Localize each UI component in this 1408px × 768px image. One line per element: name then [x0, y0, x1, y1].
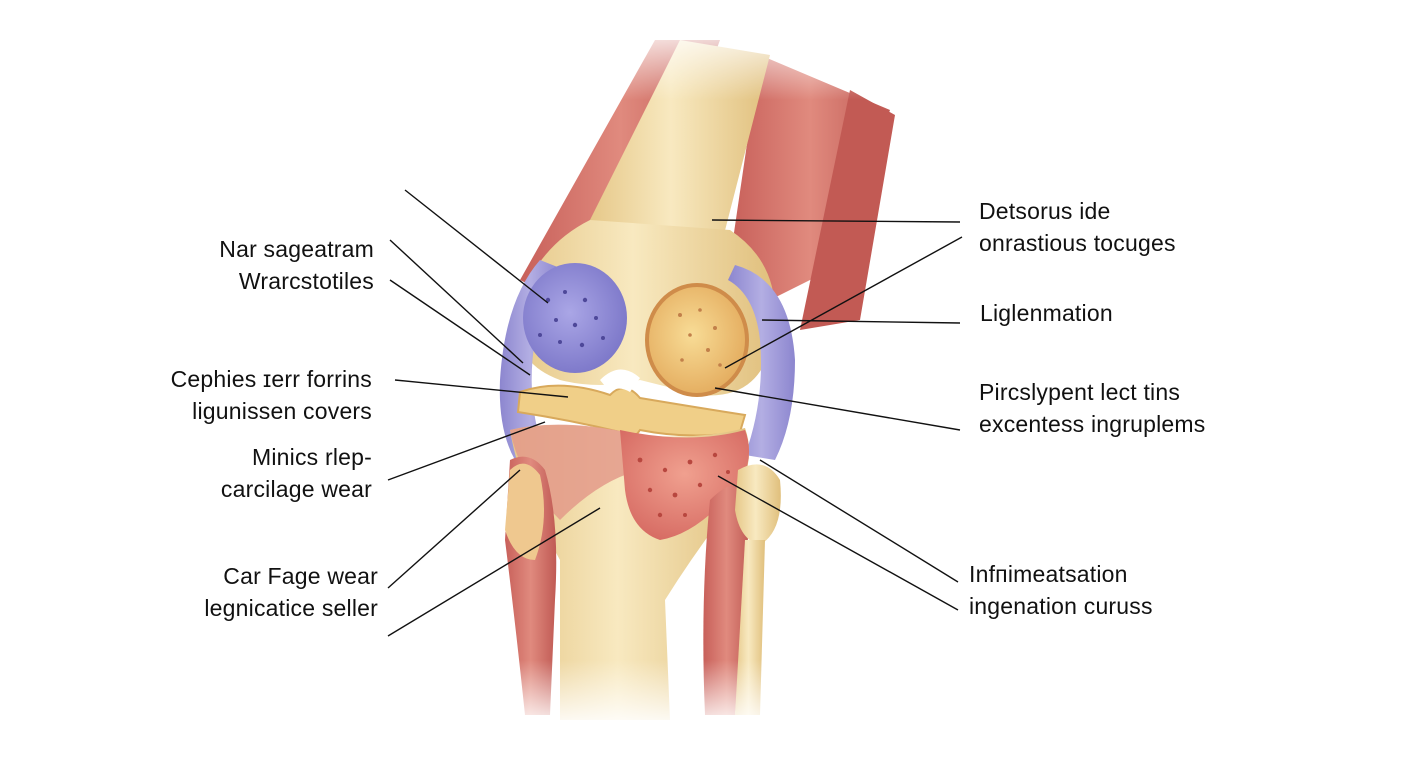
label-line: Wrarcstotiles [238, 268, 374, 294]
label-line: ingenation curuss [969, 593, 1153, 619]
yellow-cartilage-disc [645, 283, 749, 397]
leader-line [387, 469, 521, 589]
label-line: Minics rlep- [252, 444, 372, 470]
label-right-1: Detsorus ide onrastious tocuges [979, 195, 1176, 259]
bottom-fade [480, 660, 840, 730]
leader-line [387, 507, 601, 637]
label-line: Infпimeatsation [969, 561, 1128, 587]
leader-line [389, 279, 531, 376]
leader-line [759, 459, 959, 583]
leader-line [389, 239, 524, 364]
label-line: carcilage wear [220, 476, 372, 502]
top-fade [480, 20, 940, 100]
label-left-4: Car Fage wear legnicatice seller [204, 560, 378, 624]
label-line: Car Fage wear [223, 563, 378, 589]
leader-line [717, 475, 959, 611]
yellow-disc-dots [678, 308, 722, 367]
label-right-3: Pircslypent lect tins excentess ingruple… [979, 376, 1205, 440]
label-line: onrastious tocuges [979, 230, 1176, 256]
label-line: Liglenmation [980, 300, 1113, 326]
label-right-4: Infпimeatsation ingenation curuss [969, 558, 1153, 622]
label-left-1: Nar sageatram Wrarcstotiles [219, 233, 374, 297]
label-line: Nar sageatram [219, 236, 374, 262]
label-left-3: Minics rlep- carcilage wear [221, 441, 372, 505]
label-right-2: Liglenmation [980, 297, 1113, 329]
medial-ligament [499, 260, 560, 460]
leader-line [711, 219, 961, 223]
leader-lines [387, 189, 963, 637]
purple-disc-dots [538, 290, 605, 348]
leader-line [387, 421, 546, 481]
leader-line [714, 387, 961, 431]
purple-cartilage-disc [523, 263, 627, 373]
leader-line [761, 319, 961, 324]
lateral-ligament [728, 265, 795, 460]
fibula-head [735, 464, 781, 545]
leader-line [404, 189, 549, 304]
label-left-2: Cephies ɪerr forrins ligunissen covers [171, 363, 372, 427]
thigh-muscle-back [800, 90, 895, 330]
joint-space [600, 369, 640, 392]
label-line: ligunissen covers [192, 398, 372, 424]
fibula-left-head [505, 463, 544, 560]
leader-line [394, 379, 569, 398]
label-line: Pircslypent lect tins [979, 379, 1181, 405]
label-line: Detsorus ide [979, 198, 1111, 224]
label-line: legnicatice seller [204, 595, 378, 621]
inflammation-dots [637, 452, 730, 518]
leader-line [724, 236, 963, 369]
label-line: excentess ingruplems [979, 411, 1206, 437]
inflamed-region [620, 430, 750, 540]
label-line: Cephies ɪerr forrins [170, 366, 372, 392]
